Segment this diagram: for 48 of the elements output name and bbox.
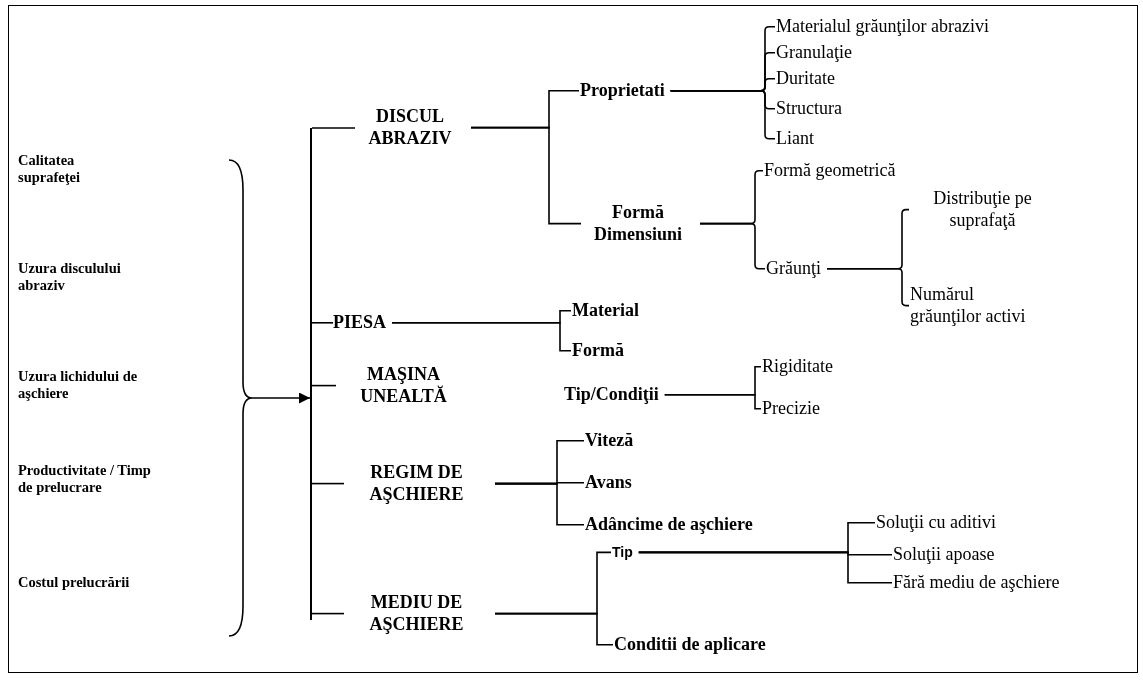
item-label: Viteză: [585, 430, 634, 452]
item-label: Distribuţie pe suprafaţă: [910, 188, 1055, 232]
category-label: MAŞINA UNEALTĂ: [336, 364, 471, 408]
item-label: Rigiditate: [762, 356, 833, 378]
connector-line: [391, 322, 572, 352]
category-label: MEDIU DE AŞCHIERE: [344, 592, 489, 636]
connector-line: [663, 394, 762, 410]
item-label: Materialul grăunţilor abrazivi: [776, 16, 989, 38]
connector-line: [470, 126, 582, 225]
category-label: DISCUL ABRAZIV: [355, 106, 465, 150]
item-label: Formă geometrică: [764, 160, 896, 182]
trunk-line: [310, 128, 312, 620]
item-label: Soluţii cu aditivi: [876, 512, 996, 534]
connector-line: [494, 612, 614, 646]
arrow: [251, 392, 311, 404]
item-label: Structura: [776, 98, 842, 120]
connector-line: [311, 612, 345, 615]
connector-line: [494, 482, 585, 526]
item-label: Duritate: [776, 68, 835, 90]
item-label: Numărul grăunţilor activi: [910, 284, 1045, 328]
factor-label: Costul prelucrării: [18, 574, 242, 592]
item-label: Fără mediu de aşchiere: [893, 572, 1060, 594]
category-label: REGIM DE AŞCHIERE: [344, 462, 489, 506]
connector-line: [311, 384, 337, 387]
item-label: Soluţii apoase: [893, 544, 995, 566]
curly-brace: [228, 158, 252, 638]
connector-line: [311, 127, 356, 129]
factor-label: Uzura disculului abraziv: [18, 260, 242, 295]
item-label: Liant: [776, 128, 814, 150]
category-label: PIESA: [333, 312, 386, 334]
item-label: Material: [572, 300, 639, 322]
item-label: Avans: [585, 472, 632, 494]
connector-line: [637, 551, 893, 584]
factor-label: Productivitate / Timp de prelucrare: [18, 462, 242, 497]
item-label: Grăunţi: [766, 258, 821, 280]
connector-line: [311, 482, 345, 485]
item-label: Granulaţie: [776, 42, 852, 64]
connector-line: [311, 322, 334, 324]
item-label: Precizie: [762, 398, 820, 420]
factor-label: Uzura lichidului de aşchiere: [18, 368, 242, 403]
item-label: Tip/Condiţii: [564, 384, 659, 406]
item-label: Proprietati: [580, 80, 665, 102]
item-label: Tip: [612, 544, 633, 561]
factor-label: Calitatea suprafeţei: [18, 152, 242, 187]
item-label: Formă Dimensiuni: [582, 202, 694, 246]
item-label: Conditii de aplicare: [614, 634, 766, 656]
item-label: Formă: [572, 340, 624, 362]
item-label: Adâncime de aşchiere: [585, 514, 753, 536]
